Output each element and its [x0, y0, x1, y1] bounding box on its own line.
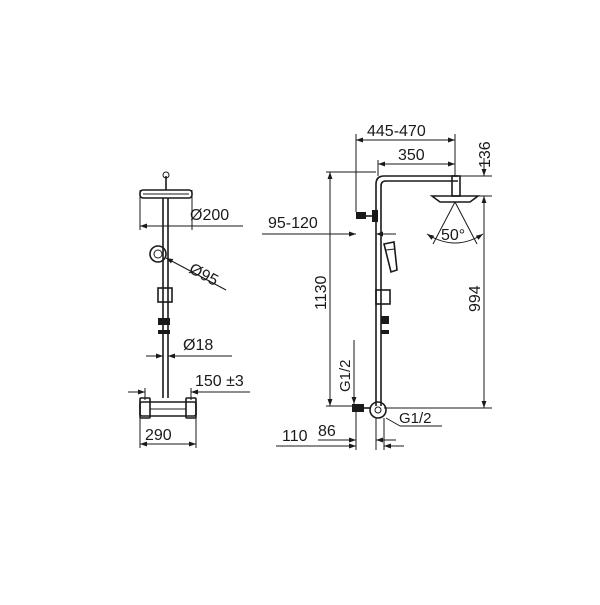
- dim-mixer-width: 290: [145, 427, 172, 444]
- side-shower-head: [429, 195, 481, 203]
- dim-pipe-diameter: Ø18: [183, 337, 213, 354]
- side-head-connector: [451, 175, 461, 197]
- front-hand-shower-inner: [153, 249, 163, 259]
- side-clamp-1: [381, 316, 389, 324]
- dim-reach-range: 445-470: [367, 123, 426, 140]
- dim-total-height: 1130: [313, 275, 330, 310]
- side-inlet-connector: [352, 404, 364, 412]
- side-riser-inner: [380, 180, 458, 406]
- side-wall-bracket-plate: [356, 212, 366, 219]
- side-hand-shower-detail: [385, 248, 396, 251]
- side-clamp-2: [381, 330, 389, 334]
- front-clamp-1: [158, 318, 170, 325]
- side-wall-bracket-clamp: [372, 210, 378, 222]
- dim-thread-horizontal-leader: [385, 417, 401, 427]
- side-hand-shower: [383, 241, 398, 274]
- spray-angle-arc: [426, 233, 484, 244]
- dim-wall-distance: 110: [282, 428, 308, 445]
- side-mixer-inner: [374, 406, 382, 414]
- dim-bracket-offset: 95-120: [268, 215, 318, 232]
- side-mixer-body: [369, 401, 387, 419]
- dim-inlet-offset: 86: [318, 423, 336, 440]
- dim-spacing: 150 ±3: [195, 373, 244, 390]
- front-mixer-handle-left: [139, 397, 151, 419]
- dim-thread-vertical: G1/2: [337, 359, 354, 392]
- dim-head-diameter: Ø200: [190, 207, 229, 224]
- dim-head-height: 136: [477, 141, 494, 168]
- dim-spray-angle: 50°: [441, 227, 465, 244]
- dim-arm-length: 350: [398, 147, 425, 164]
- dim-head-to-inlet: 994: [467, 285, 484, 312]
- front-clamp-2: [158, 330, 170, 334]
- front-head-knob: [162, 171, 170, 179]
- side-slide-holder: [375, 289, 391, 305]
- side-riser-outer: [375, 175, 458, 406]
- dim-thread-horizontal: G1/2: [399, 410, 432, 427]
- front-hand-shower: [149, 245, 167, 263]
- front-mixer-handle-right: [185, 397, 197, 419]
- front-slide-holder: [157, 287, 173, 303]
- dim-handshower-line: [165, 257, 227, 291]
- front-view: Ø200 Ø95 Ø18 150 ±3 290: [128, 171, 250, 448]
- side-view: 50° 445-470 350 136: [262, 123, 494, 450]
- dim-handshower-diameter: Ø95: [186, 261, 221, 290]
